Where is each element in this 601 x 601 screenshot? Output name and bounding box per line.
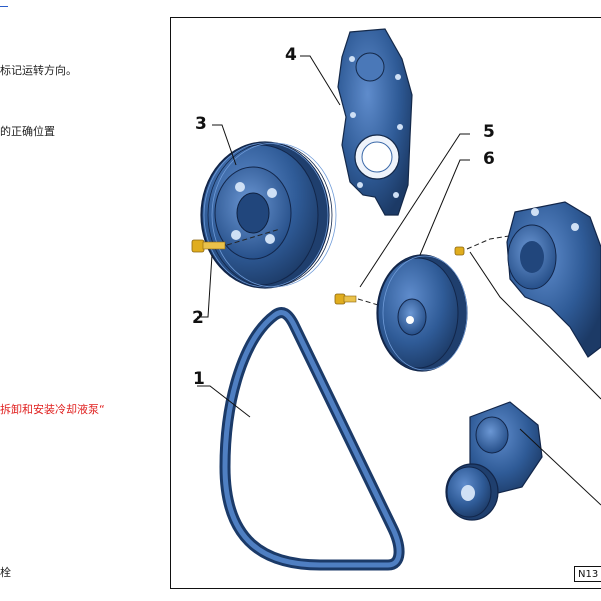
callout-3: 3 [195,114,207,134]
callout-1: 1 [193,369,205,389]
top-link[interactable] [0,0,8,7]
crankshaft-pulley [200,141,337,289]
link-remove-install-coolant-pump[interactable]: 拆卸和安装冷却液泵“ [0,403,105,416]
pump-bolt [454,234,516,256]
poly-v-belt [219,307,405,571]
coolant-pump-pulley [376,254,468,372]
coolant-pump-housing [506,201,601,358]
leader-lines [197,55,601,506]
pulley-bolt [191,228,281,253]
note-correct-position: 的正确位置 [0,125,55,138]
note-rotation-direction: 标记运转方向。 [0,64,77,77]
exploded-parts-illustration [191,28,601,571]
callout-4: 4 [285,45,297,65]
callout-2: 2 [192,308,204,328]
callout-6: 6 [483,149,495,169]
belt-tensioner [445,401,543,521]
figure-code: N13 [574,566,601,582]
callout-5: 5 [483,122,495,142]
cover-plate [337,28,413,216]
note-bolt: 栓 [0,566,11,579]
